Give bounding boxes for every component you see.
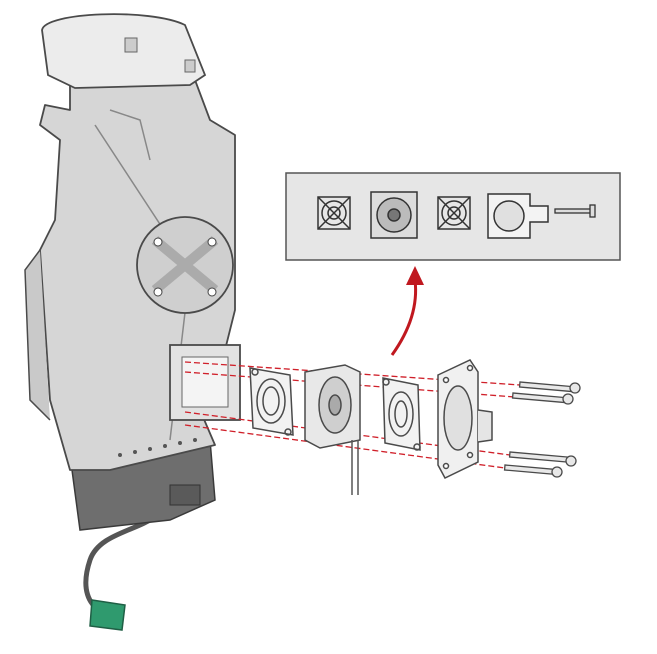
arrow-to-inset bbox=[390, 279, 418, 356]
screw-icon bbox=[554, 204, 596, 218]
amps-mount-holes bbox=[153, 237, 217, 297]
cradle-side-rail bbox=[24, 249, 51, 421]
screw bbox=[503, 464, 556, 476]
fan bbox=[304, 364, 361, 449]
top-cap-notch bbox=[184, 59, 196, 73]
arrow-head-icon bbox=[406, 266, 424, 285]
plate-icon bbox=[487, 193, 549, 239]
screw bbox=[508, 451, 569, 463]
cable-connector bbox=[89, 599, 126, 631]
screw bbox=[511, 392, 566, 404]
fan-opening-inner bbox=[181, 356, 229, 408]
parts-inset bbox=[285, 172, 621, 261]
fan-guard-icon bbox=[437, 196, 471, 230]
cradle-vents bbox=[118, 438, 197, 457]
fan-guard-rear bbox=[382, 377, 421, 451]
cradle-top-cap bbox=[41, 13, 207, 89]
screws bbox=[503, 381, 581, 478]
fan-guard-icon bbox=[317, 196, 351, 230]
fan-icon bbox=[370, 191, 418, 239]
screw bbox=[518, 381, 573, 393]
amps-mount-cross bbox=[151, 236, 219, 294]
cradle-rib bbox=[109, 109, 151, 161]
base-clip bbox=[169, 484, 201, 506]
top-cap-notch bbox=[124, 37, 138, 53]
mounting-plate bbox=[437, 359, 493, 479]
fan-guard-front bbox=[249, 367, 294, 436]
